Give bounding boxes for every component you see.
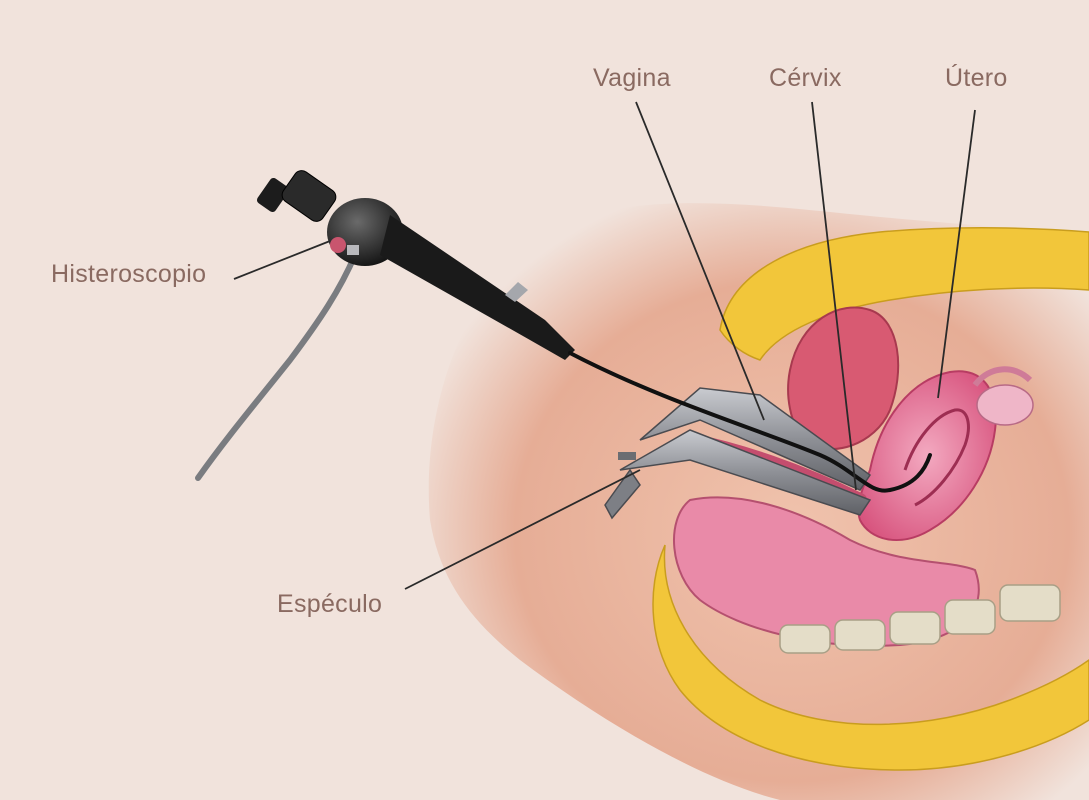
leader-lines <box>233 101 976 590</box>
hysteroscope-cable <box>195 252 358 481</box>
label-histeroscopio: Histeroscopio <box>51 260 207 288</box>
leader-cervix <box>811 101 857 491</box>
speculum-icon <box>604 387 872 520</box>
label-especulo: Espéculo <box>277 590 383 618</box>
uterine-cavity <box>903 408 970 507</box>
leader-especulo <box>404 469 641 590</box>
sacrum <box>779 584 1061 654</box>
uterus <box>857 370 997 542</box>
ovary <box>976 384 1034 426</box>
leader-utero <box>937 109 976 399</box>
label-vagina: Vagina <box>593 64 671 92</box>
label-cervix: Cérvix <box>769 64 842 92</box>
leader-histeroscopio <box>233 240 331 280</box>
fallopian-tube <box>972 366 1033 387</box>
label-utero: Útero <box>945 64 1008 92</box>
leader-vagina <box>635 101 765 421</box>
upper-fat-layer <box>719 227 1089 361</box>
hysteroscope-icon <box>256 170 932 493</box>
